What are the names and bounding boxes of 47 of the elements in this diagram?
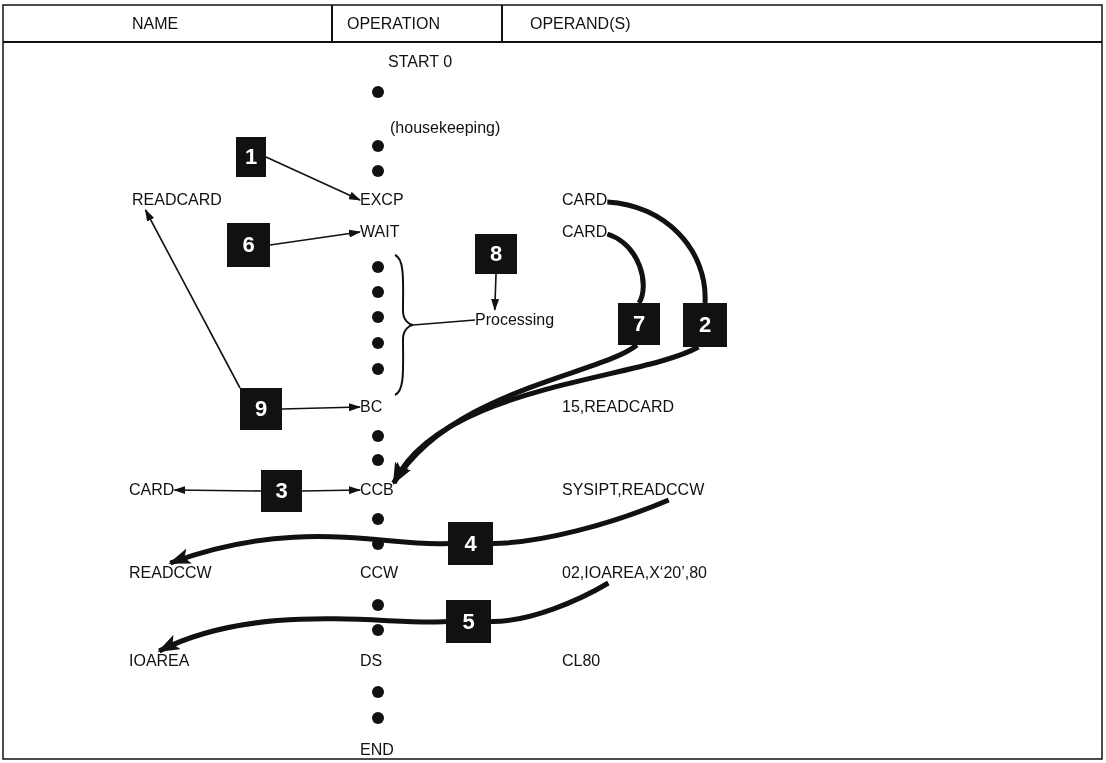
connector-line (606, 231, 646, 305)
connector-line (492, 497, 670, 546)
code-text: 15,READCARD (562, 397, 675, 417)
code-text: 02,IOAREA,X‘20’,80 (562, 563, 707, 583)
code-text: IOAREA (129, 651, 190, 671)
leader-line (412, 319, 476, 326)
code-text: CARD (129, 480, 175, 500)
callout-number: 9 (240, 388, 282, 430)
arrow (491, 273, 500, 311)
connector-line (607, 199, 708, 304)
arrow (168, 534, 449, 566)
callout-number: 3 (261, 470, 302, 512)
column-header: NAME (132, 14, 179, 34)
code-text: START 0 (388, 52, 453, 72)
arrow (144, 209, 241, 389)
callout-number: 6 (227, 223, 270, 267)
callout-number: 1 (236, 137, 266, 177)
arrow (269, 229, 361, 246)
arrow (281, 403, 361, 412)
code-text: BC (360, 397, 383, 417)
arrow (157, 616, 447, 654)
curly-brace (393, 255, 413, 395)
callout-number: 2 (683, 303, 727, 347)
column-header: OPERAND(S) (530, 14, 631, 34)
code-text: DS (360, 651, 383, 671)
callout-number: 5 (446, 600, 491, 643)
code-text: READCARD (132, 190, 222, 210)
code-text: CARD (562, 190, 608, 210)
code-text: (housekeeping) (390, 118, 501, 138)
code-text: CCW (360, 563, 399, 583)
code-text: Processing (475, 310, 555, 330)
code-text: END (360, 740, 394, 760)
callout-number: 7 (618, 303, 660, 345)
arrow (301, 486, 361, 495)
code-text: WAIT (360, 222, 400, 242)
callout-number: 4 (448, 522, 493, 565)
column-header: OPERATION (347, 14, 441, 34)
arrow (265, 156, 361, 201)
arrow (173, 486, 262, 495)
callout-number: 8 (475, 234, 517, 274)
code-text: CARD (562, 222, 608, 242)
code-text: CL80 (562, 651, 601, 671)
code-text: READCCW (129, 563, 212, 583)
code-text: SYSIPT,READCCW (562, 480, 705, 500)
code-text: CCB (360, 480, 394, 500)
connector-line (490, 580, 610, 624)
code-text: EXCP (360, 190, 404, 210)
